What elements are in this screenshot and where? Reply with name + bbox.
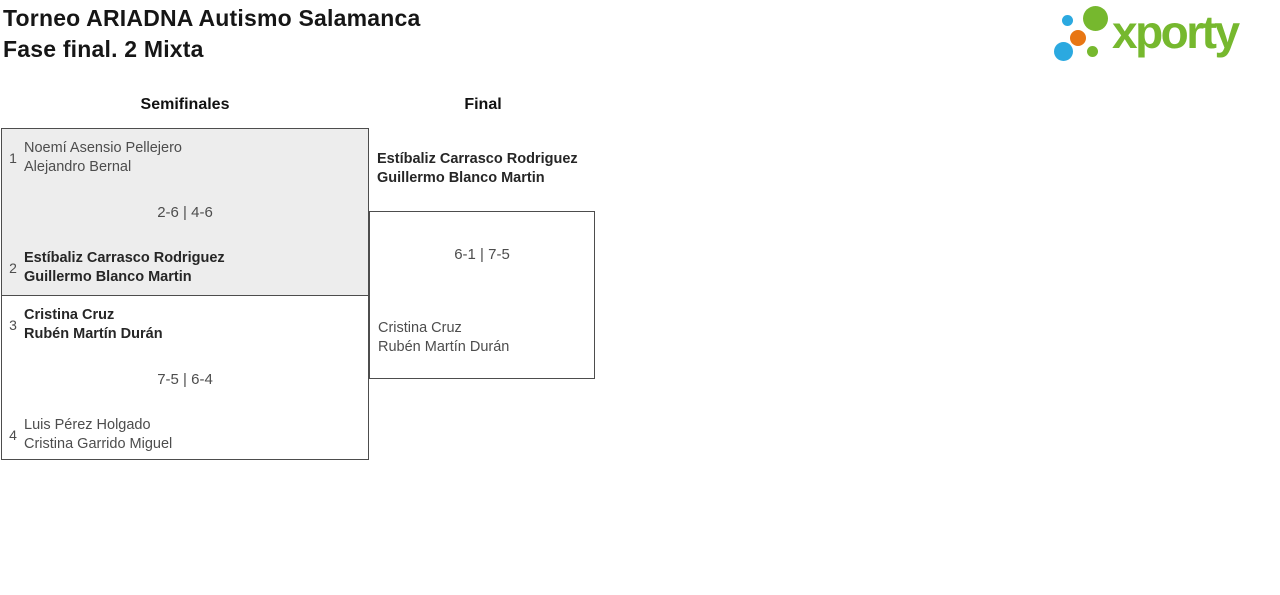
player-name: Alejandro Bernal — [24, 159, 132, 175]
final-score: 6-1 | 7-5 — [454, 246, 510, 263]
logo-dot-blue-large-icon — [1054, 42, 1073, 61]
sf2-score: 7-5 | 6-4 — [157, 371, 213, 388]
player-name: Cristina Garrido Miguel — [24, 436, 173, 452]
sf2-slot-bottom: 4 Luis Pérez Holgado Cristina Garrido Mi… — [2, 416, 362, 454]
logo-dot-blue-small-icon — [1062, 15, 1073, 26]
player-name: Noemí Asensio Pellejero — [24, 140, 182, 156]
player-name: Luis Pérez Holgado — [24, 417, 151, 433]
logo-dot-orange-icon — [1070, 30, 1086, 46]
sf1-seed-2: 2 — [9, 260, 17, 276]
logo-dot-green-small-icon — [1087, 46, 1098, 57]
tournament-name: Torneo ARIADNA Autismo Salamanca — [3, 5, 421, 31]
phase-subtitle: Fase final. 2 Mixta — [3, 36, 204, 62]
round-header-final: Final — [464, 96, 502, 113]
match-final: 6-1 | 7-5 Cristina Cruz Rubén Martín Dur… — [369, 211, 595, 379]
sf2-team-bottom: Luis Pérez Holgado Cristina Garrido Migu… — [24, 416, 362, 454]
player-name: Cristina Cruz — [24, 307, 115, 323]
sf1-score: 2-6 | 4-6 — [157, 204, 213, 221]
page-title: Torneo ARIADNA Autismo Salamanca Fase fi… — [3, 3, 420, 65]
sf2-seed-4: 4 — [9, 427, 17, 443]
sf1-slot-top: 1 Noemí Asensio Pellejero Alejandro Bern… — [2, 139, 362, 177]
player-name: Rubén Martín Durán — [24, 326, 163, 342]
final-team-top-winner: Estíbaliz Carrasco Rodriguez Guillermo B… — [377, 150, 578, 188]
player-name: Estíbaliz Carrasco Rodriguez — [24, 250, 225, 266]
sf2-seed-3: 3 — [9, 317, 17, 333]
sf1-team-top: Noemí Asensio Pellejero Alejandro Bernal — [24, 139, 362, 177]
player-name: Rubén Martín Durán — [378, 339, 510, 355]
sf1-team-bottom-winner: Estíbaliz Carrasco Rodriguez Guillermo B… — [24, 249, 362, 287]
round-header-semifinals: Semifinales — [140, 96, 230, 113]
match-semifinal-1: 1 Noemí Asensio Pellejero Alejandro Bern… — [1, 128, 369, 296]
sf1-slot-bottom: 2 Estíbaliz Carrasco Rodriguez Guillermo… — [2, 249, 362, 287]
sf1-seed-1: 1 — [9, 150, 17, 166]
final-team-bottom: Cristina Cruz Rubén Martín Durán — [378, 319, 509, 357]
match-semifinal-2: 3 Cristina Cruz Rubén Martín Durán 7-5 |… — [1, 295, 369, 460]
sf2-slot-top: 3 Cristina Cruz Rubén Martín Durán — [2, 306, 362, 344]
player-name: Guillermo Blanco Martin — [377, 170, 545, 186]
xporty-logo[interactable]: xporty — [1050, 0, 1280, 70]
player-name: Cristina Cruz — [378, 320, 462, 336]
sf2-team-top-winner: Cristina Cruz Rubén Martín Durán — [24, 306, 362, 344]
player-name: Estíbaliz Carrasco Rodriguez — [377, 151, 578, 167]
player-name: Guillermo Blanco Martin — [24, 269, 192, 285]
logo-dot-green-large-icon — [1083, 6, 1108, 31]
logo-wordmark: xporty — [1112, 6, 1240, 58]
